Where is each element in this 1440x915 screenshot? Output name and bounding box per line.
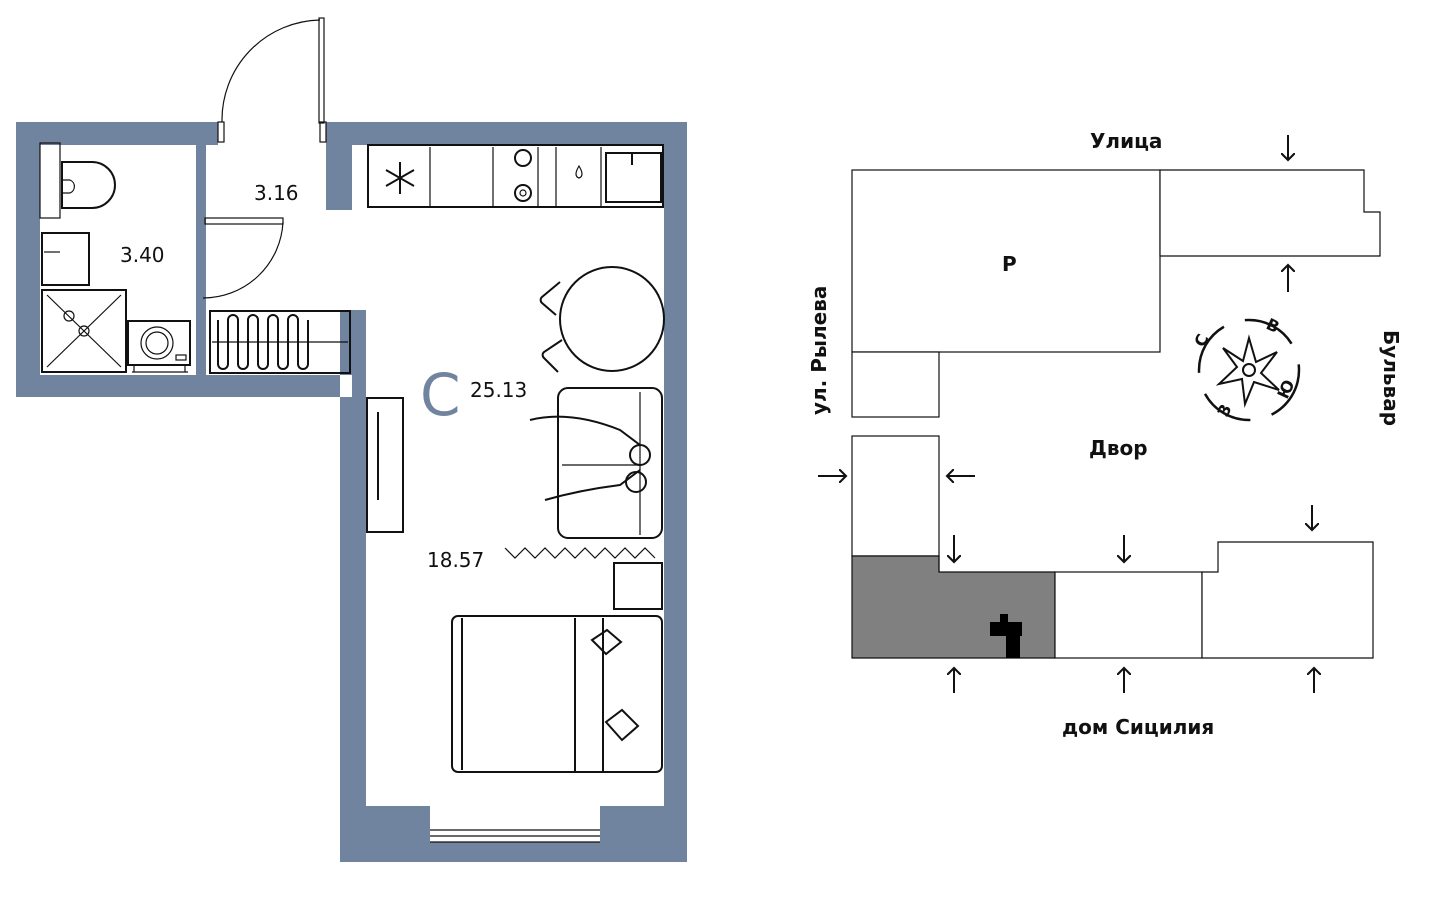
water-drop-icon <box>575 164 583 179</box>
room-area-hallway: 3.16 <box>254 181 299 205</box>
bathroom-door <box>202 217 284 299</box>
street-right-label: Бульвар <box>1379 330 1403 426</box>
compass-east: В <box>1263 314 1282 336</box>
type-letter: С <box>420 361 461 429</box>
kitchen-sink-icon <box>605 152 662 203</box>
highlighted-section <box>851 555 1056 659</box>
tv-stand-icon <box>366 397 404 533</box>
apartment-marker <box>990 614 1022 658</box>
site-plan: Улица Р ул. Рылева Бульвар Двор дом Сици… <box>807 129 1403 739</box>
shower-icon <box>41 289 127 373</box>
room-area-bathroom: 3.40 <box>120 243 165 267</box>
building-top-right <box>1159 169 1381 257</box>
dining-table-icon <box>539 266 665 373</box>
building-label: Р <box>1002 252 1017 276</box>
carpet-edge <box>504 547 656 559</box>
bed-icon <box>451 615 663 773</box>
compass-north: С <box>1190 331 1212 350</box>
street-left-label: ул. Рылева <box>807 286 831 415</box>
building-p <box>851 169 1161 353</box>
window <box>430 806 600 843</box>
entrance-door <box>217 17 327 143</box>
washing-machine-icon <box>127 320 191 373</box>
nightstand-icon <box>613 562 663 610</box>
entrance-arrows <box>818 135 1314 693</box>
sink-icon <box>41 232 90 286</box>
wardrobe-icon <box>209 310 351 374</box>
house-name-label: дом Сицилия <box>1062 715 1214 739</box>
room-area-total: 25.13 <box>470 378 527 402</box>
floor-plan: С 3.40 3.16 25.13 18.57 <box>16 17 687 862</box>
snowflake-icon <box>385 162 415 194</box>
street-top-label: Улица <box>1090 129 1162 153</box>
kitchen-counter <box>367 144 664 208</box>
compass-icon: С В Ю З <box>1190 314 1301 422</box>
toilet-icon <box>39 142 116 219</box>
room-area-living: 18.57 <box>427 548 484 572</box>
courtyard-label: Двор <box>1089 436 1148 460</box>
compass-south: Ю <box>1273 377 1298 402</box>
sofa-icon <box>529 387 663 539</box>
stove-icon <box>514 149 532 202</box>
